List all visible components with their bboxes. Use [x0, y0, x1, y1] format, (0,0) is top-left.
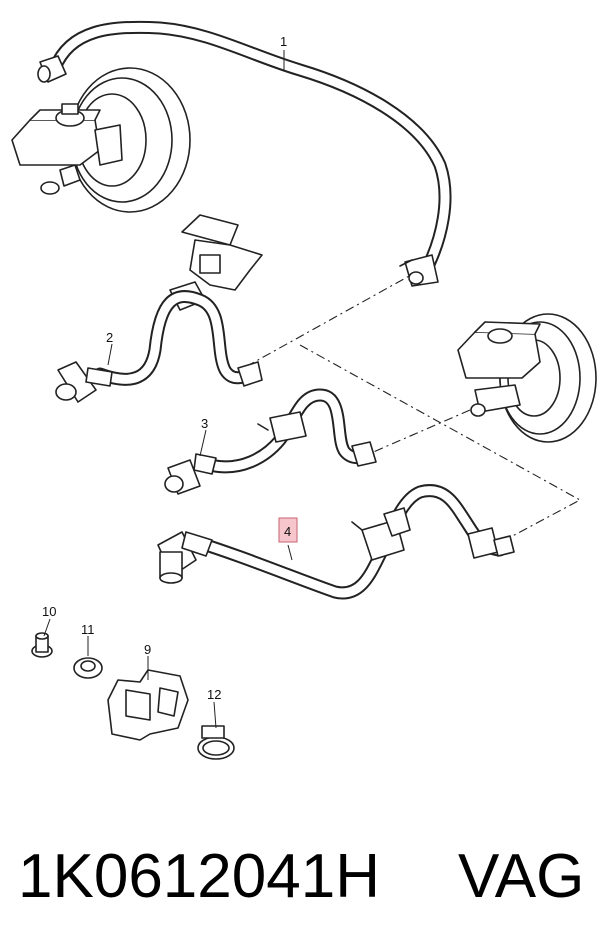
vacuum-valve-block [169, 214, 263, 311]
brake-booster-top [40, 67, 191, 213]
callout-3: 3 [201, 416, 208, 431]
callout-1: 1 [280, 34, 287, 49]
callout-10: 10 [42, 604, 56, 619]
callout-11: 11 [81, 622, 95, 637]
grommet-part-11 [73, 657, 103, 679]
callout-12: 12 [207, 687, 221, 702]
part-number-caption: 1K0612041H [18, 842, 380, 911]
reference-lines [239, 269, 582, 549]
callout-4-highlight [278, 517, 298, 543]
callout-2: 2 [106, 330, 113, 345]
hose-part-3 [164, 388, 377, 495]
hose-part-1 [37, 20, 452, 287]
clip-part-9 [107, 669, 189, 741]
callout-4: 4 [284, 524, 291, 539]
master-cylinder-right [457, 321, 541, 417]
brand-caption: VAG [458, 842, 585, 911]
master-cylinder-top [11, 103, 123, 166]
bolt-part-10 [31, 632, 53, 658]
hose-part-4 [157, 484, 515, 600]
leader-lines [43, 50, 293, 729]
hose-part-2 [55, 290, 263, 403]
callout-9: 9 [144, 642, 151, 657]
hose-clamp-part-12 [197, 725, 235, 760]
